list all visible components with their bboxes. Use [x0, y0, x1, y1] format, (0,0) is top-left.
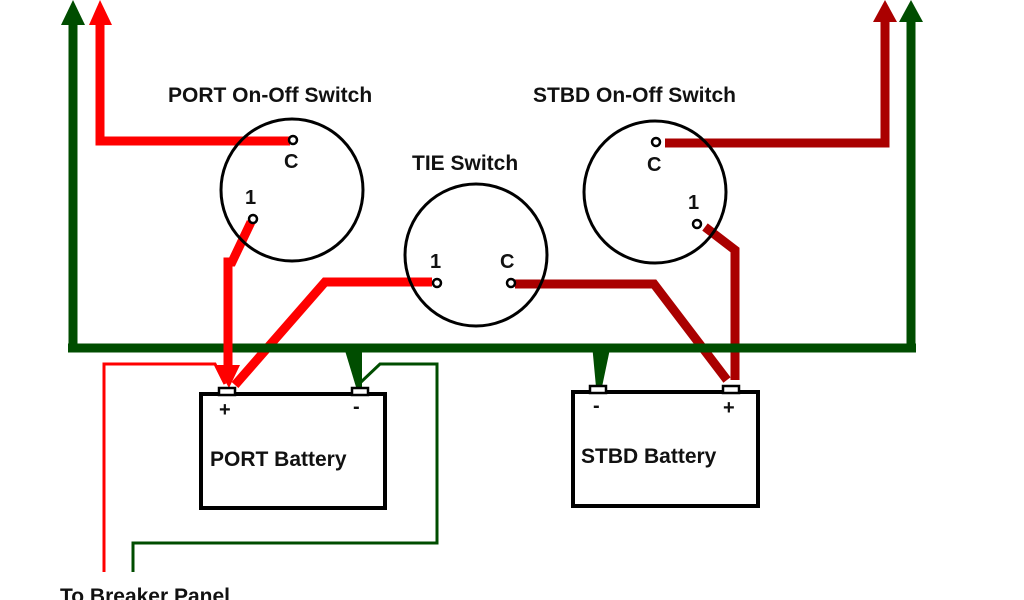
tie-to-stbd-battery-wire [515, 279, 731, 383]
stbd-output-wire [665, 20, 890, 148]
port-switch-terminal-1[interactable] [247, 213, 259, 225]
port-switch-title: PORT On-Off Switch [168, 84, 372, 107]
stbd-battery-positive-sign: + [723, 397, 735, 419]
stbd-switch-label-1: 1 [688, 192, 699, 214]
tie-switch-terminal-1[interactable] [431, 277, 443, 289]
negative-bus [68, 20, 916, 353]
port-switch-terminal-c[interactable] [287, 134, 299, 146]
stbd-switch-body[interactable] [582, 119, 728, 265]
tie-switch-label-c: C [500, 251, 514, 273]
stbd-battery-body [571, 390, 760, 508]
port-battery-body [199, 392, 387, 510]
stbd-switch-terminal-1[interactable] [691, 218, 703, 230]
port-positive-arrowhead [216, 365, 240, 388]
stbd-switch-terminal-c[interactable] [650, 136, 662, 148]
breaker-negative-wire [131, 362, 439, 572]
stbd-switch-title: STBD On-Off Switch [533, 84, 736, 107]
tie-switch-title: TIE Switch [412, 152, 518, 175]
port-battery-negative-post [350, 386, 370, 397]
stbd-negative-tap [592, 344, 611, 387]
arrow-negative-left [61, 0, 85, 25]
port-switch-label-1: 1 [245, 187, 256, 209]
stbd-battery-negative-post [588, 384, 608, 395]
stbd-battery: - + STBD Battery [571, 384, 760, 508]
breaker-positive-wire [102, 362, 227, 572]
breaker-panel-label: To Breaker Panel [60, 585, 230, 600]
tie-switch-label-1: 1 [430, 251, 441, 273]
arrow-negative-right [899, 0, 923, 22]
port-battery-positive-sign: + [219, 399, 231, 421]
stbd-battery-negative-sign: - [593, 395, 600, 417]
arrow-stbd-positive [873, 0, 897, 22]
tie-to-port-battery-wire [231, 277, 432, 388]
stbd-battery-label: STBD Battery [581, 445, 717, 468]
port-output-wire [95, 20, 290, 146]
port-battery-label: PORT Battery [210, 448, 347, 471]
port-switch-body[interactable] [219, 117, 365, 263]
port-negative-tap [343, 344, 362, 387]
stbd-battery-positive-post [721, 384, 741, 395]
tie-switch-body[interactable] [403, 182, 549, 328]
stbd-switch[interactable]: C 1 STBD On-Off Switch [533, 84, 736, 265]
stbd-switch-to-battery-wire [702, 223, 740, 380]
port-battery: + - PORT Battery [199, 386, 387, 510]
negative-bus-main [68, 20, 916, 353]
port-switch-label-c: C [284, 151, 298, 173]
port-battery-positive-post [217, 386, 237, 397]
port-switch[interactable]: C 1 PORT On-Off Switch [168, 84, 372, 263]
stbd-switch-label-c: C [647, 154, 661, 176]
arrow-port-positive [89, 0, 112, 25]
tie-switch[interactable]: 1 C TIE Switch [403, 152, 549, 328]
port-battery-negative-sign: - [353, 396, 360, 418]
tie-switch-terminal-c[interactable] [505, 277, 517, 289]
